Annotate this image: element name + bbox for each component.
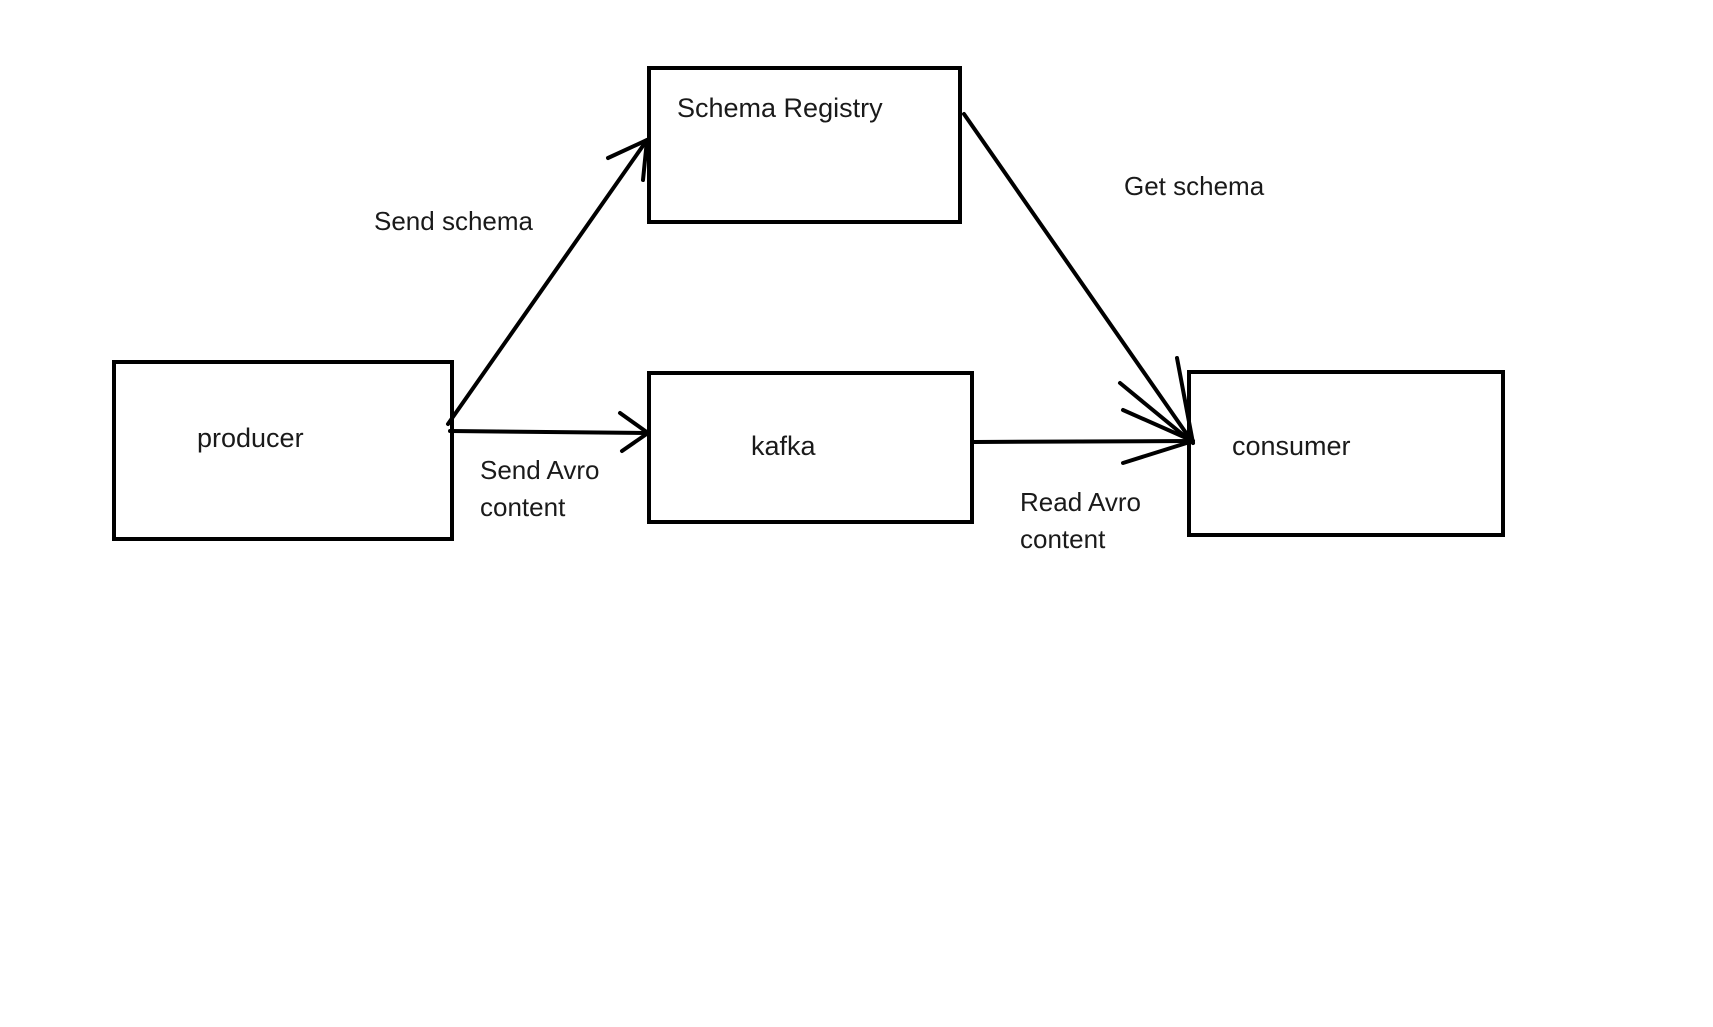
schema-registry-node[interactable]: Schema Registry <box>647 66 962 224</box>
read-avro-label-line1: Read Avro <box>1020 487 1141 517</box>
kafka-node[interactable]: kafka <box>647 371 974 524</box>
send-avro-label-line1: Send Avro <box>480 455 600 485</box>
edge-read-avro <box>972 408 1195 465</box>
schema-registry-box <box>647 66 962 224</box>
kafka-label: kafka <box>751 431 817 461</box>
send-avro-label-line2: content <box>480 492 566 522</box>
get-schema-line <box>962 112 1195 445</box>
consumer-box <box>1187 370 1505 537</box>
consumer-label: consumer <box>1232 431 1351 461</box>
send-avro-line <box>448 429 649 435</box>
kafka-box <box>647 371 974 524</box>
consumer-node[interactable]: consumer <box>1187 370 1505 537</box>
producer-label: producer <box>197 423 304 453</box>
producer-box <box>112 360 454 541</box>
send-schema-label: Send schema <box>374 206 534 236</box>
producer-node[interactable]: producer <box>112 360 454 541</box>
send-schema-line <box>446 138 649 426</box>
read-avro-arrowhead <box>1121 408 1195 465</box>
read-avro-line <box>972 439 1195 444</box>
edge-send-schema <box>446 138 649 426</box>
edge-get-schema <box>962 112 1195 445</box>
send-avro-arrowhead <box>618 411 650 453</box>
edge-send-avro <box>448 411 650 453</box>
get-schema-label: Get schema <box>1124 171 1265 201</box>
schema-registry-label: Schema Registry <box>677 93 883 123</box>
read-avro-label-line2: content <box>1020 524 1106 554</box>
send-schema-arrowhead <box>606 138 649 182</box>
